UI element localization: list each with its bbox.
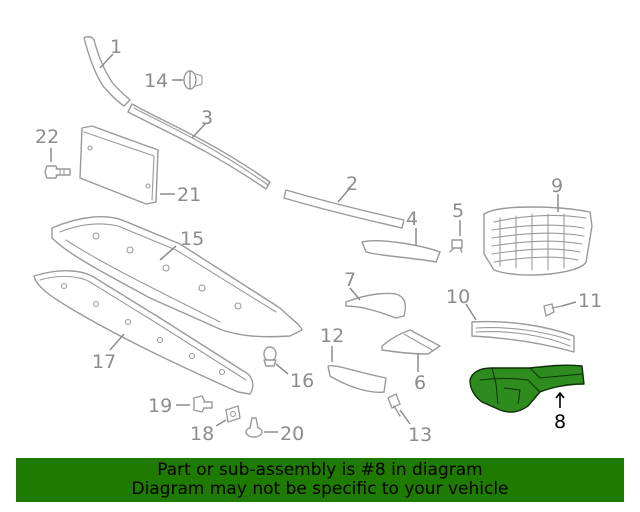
label-1: 1 bbox=[110, 36, 122, 58]
leader-16 bbox=[275, 363, 289, 375]
label-18: 18 bbox=[190, 423, 214, 445]
banner-line-2: Diagram may not be specific to your vehi… bbox=[131, 479, 509, 499]
part-16-push-clip[interactable] bbox=[263, 346, 277, 367]
part-20-clip[interactable] bbox=[245, 417, 263, 438]
label-11: 11 bbox=[578, 290, 602, 312]
part-info-banner: Part or sub-assembly is #8 in diagram Di… bbox=[16, 458, 624, 502]
label-10: 10 bbox=[446, 286, 470, 308]
label-8: 8 bbox=[554, 411, 566, 433]
part-19-rivet[interactable] bbox=[193, 395, 213, 413]
part-6-deflector[interactable] bbox=[381, 329, 441, 355]
label-17: 17 bbox=[92, 351, 116, 373]
label-21: 21 bbox=[177, 184, 201, 206]
label-5: 5 bbox=[452, 200, 464, 222]
part-21-license-bracket[interactable] bbox=[79, 125, 159, 205]
label-19: 19 bbox=[148, 395, 172, 417]
label-15: 15 bbox=[180, 228, 204, 250]
leader-8 bbox=[555, 391, 565, 408]
part-3-chrome-strip[interactable] bbox=[127, 103, 271, 190]
part-5-pin[interactable] bbox=[449, 239, 463, 253]
leader-1 bbox=[99, 53, 114, 69]
label-3: 3 bbox=[201, 107, 213, 129]
leader-10 bbox=[465, 303, 477, 321]
leader-13 bbox=[399, 409, 411, 425]
part-4-bezel[interactable] bbox=[361, 240, 441, 263]
leader-3 bbox=[191, 123, 206, 139]
part-1-molding[interactable] bbox=[83, 35, 131, 107]
label-2: 2 bbox=[346, 173, 358, 195]
label-20: 20 bbox=[280, 423, 304, 445]
leader-18 bbox=[215, 419, 227, 427]
part-17-lower-valance[interactable] bbox=[33, 270, 254, 395]
part-8-air-duct[interactable] bbox=[469, 364, 585, 413]
leader-17 bbox=[109, 333, 125, 351]
banner-line-1: Part or sub-assembly is #8 in diagram bbox=[157, 460, 483, 480]
leader-2 bbox=[337, 187, 351, 203]
label-22: 22 bbox=[35, 126, 59, 148]
leader-11 bbox=[561, 301, 577, 307]
part-18-nut[interactable] bbox=[225, 405, 241, 423]
part-7-air-guide[interactable] bbox=[345, 292, 406, 319]
part-10-lower-grille[interactable] bbox=[471, 320, 575, 353]
label-16: 16 bbox=[290, 370, 314, 392]
label-7: 7 bbox=[344, 269, 356, 291]
leader-15 bbox=[159, 245, 177, 261]
label-9: 9 bbox=[551, 175, 563, 197]
part-11-screw[interactable] bbox=[543, 303, 563, 317]
parts-diagram: 1 14 3 22 21 2 bbox=[33, 35, 602, 446]
leader-7 bbox=[349, 287, 361, 301]
label-6: 6 bbox=[414, 372, 426, 394]
part-13-bolt[interactable] bbox=[387, 393, 401, 417]
part-2-strip[interactable] bbox=[283, 189, 405, 229]
part-12-trim[interactable] bbox=[327, 364, 387, 393]
part-22-bolt[interactable] bbox=[44, 165, 71, 179]
label-13: 13 bbox=[408, 424, 432, 446]
part-15-splash-shield[interactable] bbox=[51, 216, 303, 338]
label-12: 12 bbox=[320, 325, 344, 347]
part-9-grille[interactable] bbox=[483, 206, 593, 276]
label-14: 14 bbox=[144, 70, 168, 92]
label-4: 4 bbox=[406, 208, 418, 230]
